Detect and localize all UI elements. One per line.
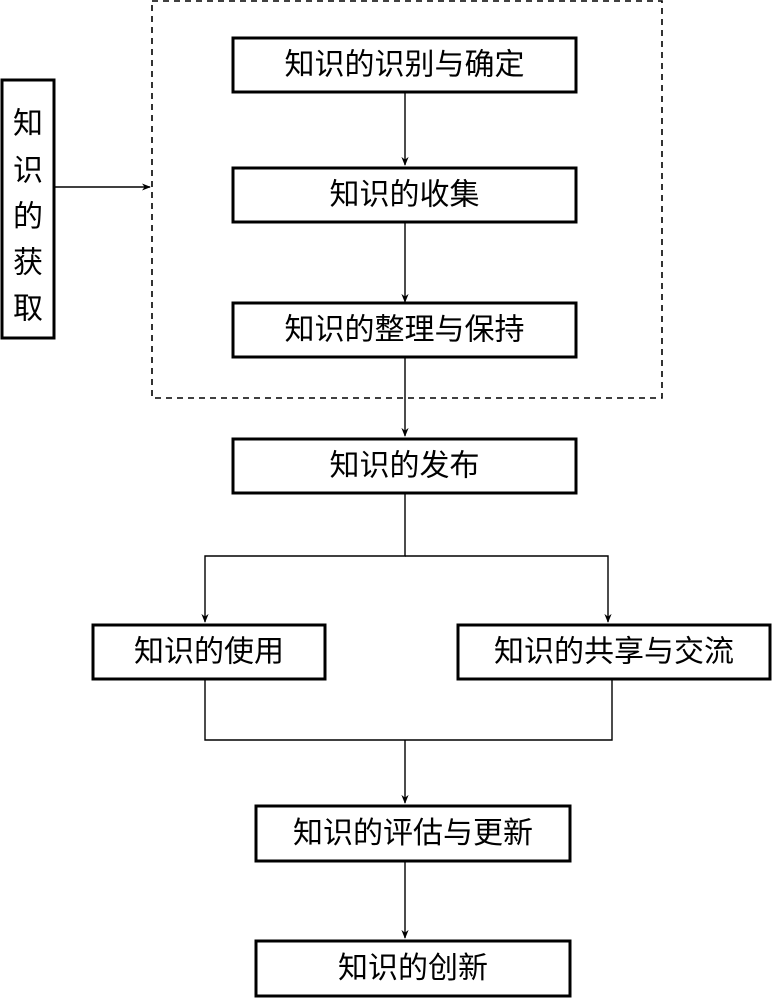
node-acquisition: 知 识 的 获 取 — [0, 78, 56, 340]
node-use: 知识的使用 — [91, 623, 327, 681]
node-evaluate-label: 知识的评估与更新 — [293, 816, 533, 851]
node-acquisition-char-2: 识 — [13, 154, 43, 189]
node-acquisition-char-3: 的 — [13, 200, 43, 235]
node-organize: 知识的整理与保持 — [231, 301, 578, 359]
node-publish-label: 知识的发布 — [330, 449, 480, 484]
node-publish: 知识的发布 — [231, 437, 578, 495]
node-use-label: 知识的使用 — [134, 635, 284, 670]
node-share: 知识的共享与交流 — [456, 623, 772, 681]
merge-use-and-share — [204, 680, 613, 741]
node-acquisition-char-1: 知 — [13, 107, 43, 142]
node-identify: 知识的识别与确定 — [231, 36, 578, 94]
node-evaluate: 知识的评估与更新 — [254, 804, 572, 863]
arrow-publish-to-use — [201, 494, 406, 623]
node-collect-label: 知识的收集 — [330, 178, 480, 213]
node-collect: 知识的收集 — [231, 166, 578, 224]
node-innovate: 知识的创新 — [254, 939, 572, 998]
node-innovate-label: 知识的创新 — [338, 951, 488, 986]
node-acquisition-char-5: 取 — [13, 292, 43, 327]
node-organize-label: 知识的整理与保持 — [285, 313, 525, 348]
node-share-label: 知识的共享与交流 — [494, 635, 734, 670]
node-acquisition-char-4: 获 — [13, 246, 43, 281]
arrow-publish-to-share — [405, 555, 612, 623]
acquisition-group-boundary — [151, 0, 663, 399]
node-identify-label: 知识的识别与确定 — [285, 48, 525, 83]
